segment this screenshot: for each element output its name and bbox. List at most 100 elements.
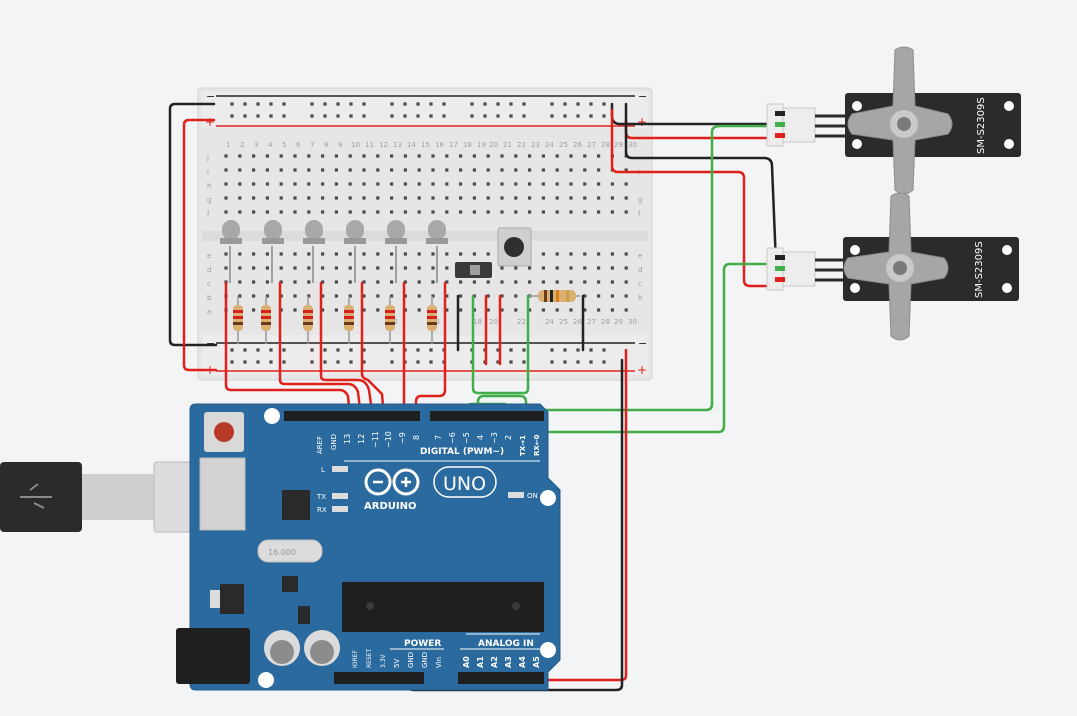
rail-hole-2-0-0[interactable]: [230, 348, 234, 352]
rail-hole-2-1-4[interactable]: [362, 348, 366, 352]
hole-top-1-9[interactable]: [348, 168, 352, 172]
rail-hole-3-3-3[interactable]: [509, 360, 513, 364]
wire-red-led1-pin13[interactable]: [224, 281, 352, 420]
hole-top-0-13[interactable]: [403, 154, 407, 158]
wire-red-5v[interactable]: [398, 348, 628, 682]
hole-bottom-0-7[interactable]: [321, 252, 325, 256]
rail-hole-2-0-3[interactable]: [269, 348, 273, 352]
arduino-uno-board[interactable]: 16.000 AREF GND 13 12 ~11 ~10 ~9 8 7 ~6 …: [176, 403, 561, 691]
wire-red-servo2[interactable]: [610, 108, 782, 288]
hole-top-3-4[interactable]: [279, 196, 283, 200]
hole-bottom-1-15[interactable]: [431, 266, 435, 270]
led-3-body[interactable]: [305, 220, 323, 240]
hole-top-4-22[interactable]: [528, 210, 532, 214]
hole-top-0-8[interactable]: [334, 154, 338, 158]
hole-bottom-0-12[interactable]: [390, 252, 394, 256]
hole-bottom-1-5[interactable]: [293, 266, 297, 270]
hole-top-1-16[interactable]: [445, 168, 449, 172]
hole-top-1-19[interactable]: [486, 168, 490, 172]
reset-button[interactable]: [214, 422, 234, 442]
hole-top-2-29[interactable]: [624, 182, 628, 186]
hole-top-4-2[interactable]: [252, 210, 256, 214]
hole-top-3-14[interactable]: [417, 196, 421, 200]
hole-top-3-16[interactable]: [445, 196, 449, 200]
rail-hole-2-0-4[interactable]: [282, 348, 286, 352]
hole-top-2-18[interactable]: [472, 182, 476, 186]
rail-hole-3-2-0[interactable]: [390, 360, 394, 364]
rail-hole-0-2-1[interactable]: [403, 102, 407, 106]
hole-top-4-12[interactable]: [390, 210, 394, 214]
hole-bottom-1-14[interactable]: [417, 266, 421, 270]
rail-hole-0-3-4[interactable]: [522, 102, 526, 106]
hole-top-4-28[interactable]: [610, 210, 614, 214]
hole-bottom-3-28[interactable]: [610, 294, 614, 298]
rail-hole-0-1-1[interactable]: [323, 102, 327, 106]
hole-bottom-3-6[interactable]: [307, 294, 311, 298]
hole-bottom-2-11[interactable]: [376, 280, 380, 284]
rail-hole-3-3-2[interactable]: [496, 360, 500, 364]
hole-top-0-23[interactable]: [541, 154, 545, 158]
hole-top-1-1[interactable]: [238, 168, 242, 172]
hole-bottom-2-14[interactable]: [417, 280, 421, 284]
hole-bottom-1-3[interactable]: [265, 266, 269, 270]
hole-top-3-18[interactable]: [472, 196, 476, 200]
hole-bottom-0-3[interactable]: [265, 252, 269, 256]
hole-bottom-2-26[interactable]: [583, 280, 587, 284]
hole-bottom-0-8[interactable]: [334, 252, 338, 256]
hole-top-2-6[interactable]: [307, 182, 311, 186]
rail-hole-1-4-4[interactable]: [602, 114, 606, 118]
rail-hole-0-3-2[interactable]: [496, 102, 500, 106]
rail-hole-1-2-4[interactable]: [442, 114, 446, 118]
hole-top-1-20[interactable]: [500, 168, 504, 172]
rail-hole-2-1-2[interactable]: [336, 348, 340, 352]
hole-top-2-23[interactable]: [541, 182, 545, 186]
hole-top-1-8[interactable]: [334, 168, 338, 172]
hole-top-1-17[interactable]: [459, 168, 463, 172]
hole-top-4-3[interactable]: [265, 210, 269, 214]
hole-bottom-0-27[interactable]: [597, 252, 601, 256]
hole-bottom-2-13[interactable]: [403, 280, 407, 284]
hole-top-2-13[interactable]: [403, 182, 407, 186]
hole-top-3-26[interactable]: [583, 196, 587, 200]
hole-top-4-10[interactable]: [362, 210, 366, 214]
hole-bottom-3-12[interactable]: [390, 294, 394, 298]
rail-hole-3-0-1[interactable]: [243, 360, 247, 364]
hole-top-1-25[interactable]: [569, 168, 573, 172]
hole-top-2-3[interactable]: [265, 182, 269, 186]
hole-top-0-3[interactable]: [265, 154, 269, 158]
hole-bottom-0-14[interactable]: [417, 252, 421, 256]
hole-bottom-2-20[interactable]: [500, 280, 504, 284]
hole-bottom-1-24[interactable]: [555, 266, 559, 270]
rail-hole-0-1-4[interactable]: [362, 102, 366, 106]
rail-hole-2-4-3[interactable]: [589, 348, 593, 352]
hole-bottom-2-2[interactable]: [252, 280, 256, 284]
hole-top-4-16[interactable]: [445, 210, 449, 214]
hole-top-1-15[interactable]: [431, 168, 435, 172]
rail-hole-1-2-1[interactable]: [403, 114, 407, 118]
hole-bottom-0-1[interactable]: [238, 252, 242, 256]
hole-bottom-0-9[interactable]: [348, 252, 352, 256]
hole-bottom-1-25[interactable]: [569, 266, 573, 270]
hole-bottom-4-20[interactable]: [500, 308, 504, 312]
hole-bottom-2-6[interactable]: [307, 280, 311, 284]
led-4-body[interactable]: [346, 220, 364, 240]
hole-top-4-15[interactable]: [431, 210, 435, 214]
rail-hole-1-0-1[interactable]: [243, 114, 247, 118]
rail-hole-0-1-3[interactable]: [349, 102, 353, 106]
hole-top-0-7[interactable]: [321, 154, 325, 158]
hole-bottom-2-5[interactable]: [293, 280, 297, 284]
hole-top-0-15[interactable]: [431, 154, 435, 158]
rail-hole-3-1-3[interactable]: [349, 360, 353, 364]
hole-bottom-3-18[interactable]: [472, 294, 476, 298]
hole-bottom-3-20[interactable]: [500, 294, 504, 298]
rail-hole-2-4-1[interactable]: [563, 348, 567, 352]
hole-bottom-3-9[interactable]: [348, 294, 352, 298]
hole-top-4-24[interactable]: [555, 210, 559, 214]
hole-bottom-0-15[interactable]: [431, 252, 435, 256]
hole-top-0-1[interactable]: [238, 154, 242, 158]
hole-bottom-1-28[interactable]: [610, 266, 614, 270]
hole-top-0-26[interactable]: [583, 154, 587, 158]
hole-top-3-24[interactable]: [555, 196, 559, 200]
hole-top-2-12[interactable]: [390, 182, 394, 186]
led-6-body[interactable]: [428, 220, 446, 240]
